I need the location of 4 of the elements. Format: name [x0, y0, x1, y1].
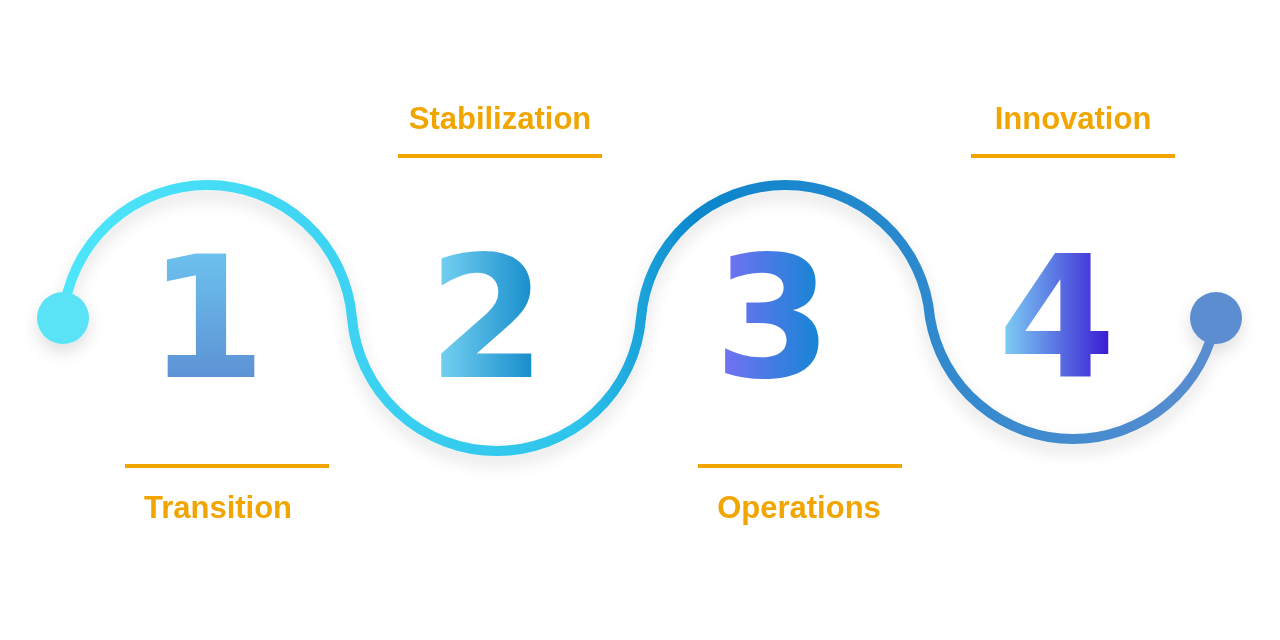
step-title: Innovation — [994, 100, 1152, 138]
step-title: Transition — [143, 489, 293, 527]
step-title: Operations — [717, 489, 881, 527]
step-title: Stabilization — [408, 100, 592, 138]
